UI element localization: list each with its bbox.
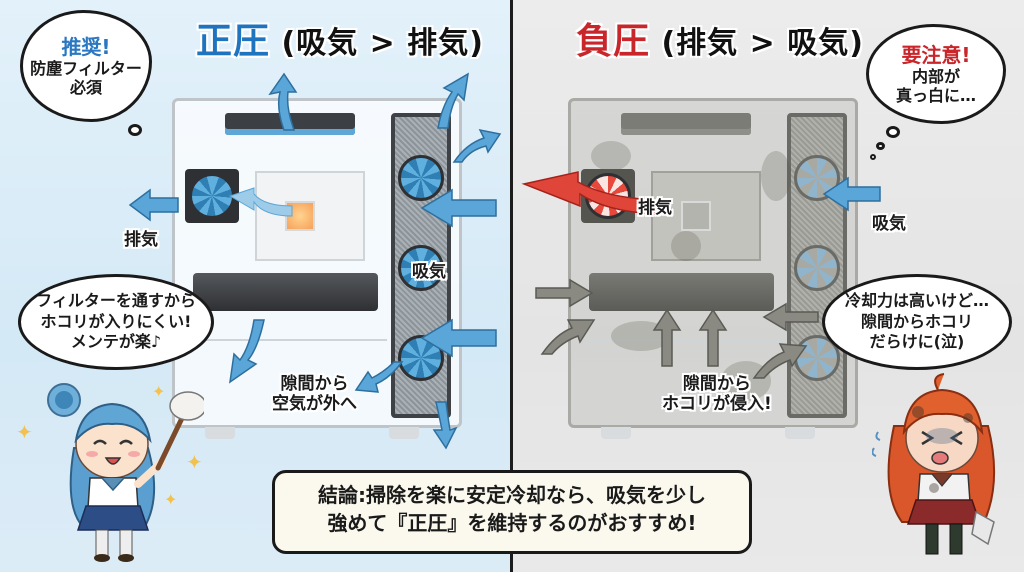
cpu-dusty xyxy=(681,201,711,231)
arrow-leak-down xyxy=(226,318,270,384)
arrow-rear-exhaust xyxy=(128,188,180,222)
front-fan-2 xyxy=(398,245,444,291)
front-fan-1 xyxy=(398,155,444,201)
left-title-sub: (吸気 > 排気) xyxy=(281,26,484,61)
dust-arrow-up-1 xyxy=(650,308,684,368)
sparkle-icon: ✦ xyxy=(186,450,203,474)
label-intake-right: 吸気 xyxy=(872,214,906,234)
right-speech-bubble: 冷却力は高いけど… 隙間からホコリ だらけに(泣) xyxy=(822,274,1012,370)
top-fans-dusty xyxy=(621,113,751,135)
label-exhaust-right: 排気 xyxy=(638,198,672,218)
sparkle-icon: ✦ xyxy=(16,420,33,444)
caution-headline: 要注意! xyxy=(901,42,971,67)
sparkle-icon: ✦ xyxy=(164,490,178,509)
arrow-bottom-exhaust xyxy=(424,400,460,450)
pc-case-positive xyxy=(172,98,462,439)
psu-shroud xyxy=(187,339,387,409)
arrow-top-exhaust-2 xyxy=(428,70,472,130)
arrow-internal-flow xyxy=(224,186,294,226)
dust-arrow-side-2 xyxy=(540,312,596,356)
arrow-red-exhaust xyxy=(520,170,670,230)
dust-arrow-up-2 xyxy=(696,308,730,368)
dust-arrow-front-2 xyxy=(752,336,808,380)
recommend-headline: 推奨! xyxy=(61,34,111,59)
psu-shroud-dusty xyxy=(583,339,783,409)
conclusion-line-1: 結論:掃除を楽に安定冷却なら、吸気を少し xyxy=(318,483,706,507)
panel-divider xyxy=(510,0,513,572)
dust-arrow-side-1 xyxy=(534,278,594,308)
arrow-top-exhaust-1 xyxy=(262,72,302,132)
right-title-main: 負圧 xyxy=(576,21,651,62)
label-intake-left: 吸気 xyxy=(412,262,446,282)
right-title-sub: (排気 > 吸気) xyxy=(661,26,864,61)
recommend-thought-bubble: 推奨! 防塵フィルター 必須 xyxy=(20,10,152,122)
arrow-front-intake-2 xyxy=(416,318,497,358)
arrow-intake-right xyxy=(820,176,881,212)
crying-girl-character xyxy=(871,372,1012,568)
dust-arrow-front-1 xyxy=(760,302,820,332)
conclusion-line-2: 強めて『正圧』を維持するのがおすすめ! xyxy=(327,511,697,535)
left-title: 正圧 (吸気 > 排気) xyxy=(196,12,484,64)
happy-girl-character xyxy=(34,378,207,568)
label-leak-right: 隙間から ホコリが侵入! xyxy=(662,374,772,415)
right-title: 負圧 (排気 > 吸気) xyxy=(576,12,864,64)
caution-thought-bubble: 要注意! 内部が 真っ白に… xyxy=(866,24,1006,124)
conclusion-box: 結論:掃除を楽に安定冷却なら、吸気を少し 強めて『正圧』を維持するのがおすすめ! xyxy=(272,470,752,554)
sparkle-icon: ✦ xyxy=(152,382,166,401)
label-exhaust-left: 排気 xyxy=(124,230,158,250)
graphics-card xyxy=(193,273,378,311)
arrow-leak-side xyxy=(354,360,404,396)
label-leak-left: 隙間から 空気が外へ xyxy=(272,374,357,415)
arrow-front-intake-1 xyxy=(416,188,497,228)
left-title-main: 正圧 xyxy=(196,21,271,62)
arrow-front-upper-exhaust xyxy=(452,124,502,164)
graphics-card-dusty xyxy=(589,273,774,311)
left-speech-bubble: フィルターを通すから ホコリが入りにくい! メンテが楽♪ xyxy=(18,274,214,370)
